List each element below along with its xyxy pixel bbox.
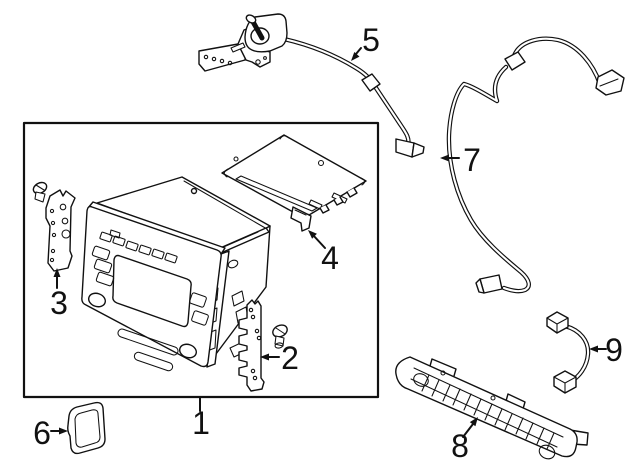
blank-cover-drawing [67,401,106,455]
preset-button [93,258,113,274]
antenna-assembly-drawing [198,13,425,158]
callout-arrow-8 [462,423,474,438]
cable-clip [361,73,381,92]
preset-button [91,245,111,261]
callout-label-7: 7 [463,142,481,178]
mount-plate-drawing [221,134,367,232]
callout-label-5: 5 [362,22,380,58]
cable-joint [504,51,526,71]
head-unit-drawing [81,176,271,372]
jumper-connector-bottom [553,370,577,394]
callout-label-1: 1 [192,405,210,441]
display-screen [112,254,192,328]
cd-slot [117,328,179,356]
callout-label-6: 6 [33,415,51,451]
jumper-connector-top [546,311,569,334]
trim-panel-drawing [395,356,589,460]
callout-arrow-4 [312,234,326,249]
preset-button [95,271,115,287]
seek-button [189,292,207,308]
antenna-feeder-cable-drawing [446,36,625,294]
callout-label-9: 9 [605,332,623,368]
tune-knob [178,343,198,359]
seek-button [191,310,209,326]
antenna-cable-connector [395,138,415,158]
volume-knob [87,292,107,308]
callout-label-4: 4 [321,240,339,276]
mount-bracket-right-drawing [238,299,288,392]
callout-label-3: 3 [50,285,68,321]
callouts: 1 2 3 4 5 6 7 8 9 [33,22,623,464]
callout-arrow-5 [355,47,362,55]
callout-label-8: 8 [451,428,469,464]
jumper-cable-drawing [546,311,591,394]
callout-label-2: 2 [281,340,299,376]
mount-bracket-left-drawing [32,181,76,272]
